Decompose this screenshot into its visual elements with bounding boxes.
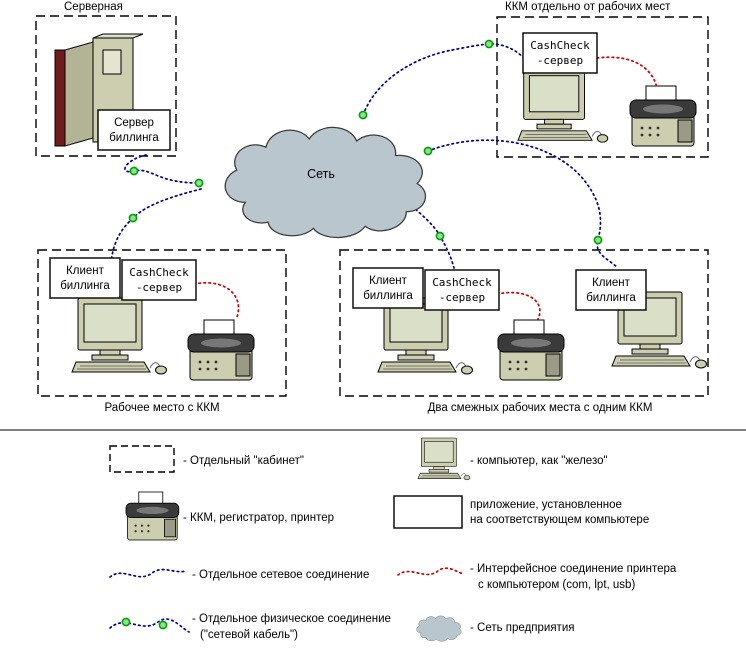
app-box-line: биллинга (60, 280, 110, 292)
printer-icon (187, 319, 255, 381)
legend-iface-label-line2: с компьютером (com, lpt, usb) (478, 579, 635, 591)
app-box-line: биллинга (109, 132, 159, 144)
connector-node (128, 213, 138, 223)
cabinet-kkm-separate-title: ККМ отдельно от рабочих мест (505, 1, 671, 13)
app-box-rect (424, 269, 500, 311)
legend-cloud-label: - Сеть предприятия (470, 622, 574, 634)
app-box-line: -сервер (537, 54, 583, 67)
app-box-billing-server: Сервер биллинга (97, 109, 171, 151)
app-box-cashcheck-server-right: CashCheck -сервер (424, 269, 500, 311)
connector-node (423, 146, 433, 156)
cabinet-server-room (35, 15, 177, 157)
printer-icon (629, 85, 697, 147)
app-box-line: CashCheck (129, 266, 189, 279)
app-box-line: Клиент (592, 277, 631, 289)
printer-icon (497, 319, 565, 381)
legend-net-label: - Отдельное сетевое соединение (192, 569, 369, 581)
connector-node (129, 166, 139, 176)
net-connection-kkm-separate (362, 43, 538, 116)
network-cloud-label: Сеть (307, 167, 335, 181)
connector-node (358, 110, 368, 120)
computer-icon (517, 69, 609, 143)
legend-printer-label: - ККМ, регистратор, принтер (183, 512, 334, 524)
app-box-line: -сервер (439, 291, 485, 304)
app-box-line: биллинга (586, 292, 636, 304)
legend-computer-label: - компьютер, как "железо" (470, 455, 608, 467)
legend-app-sample (393, 495, 463, 529)
iface-connection-two-workplaces (496, 291, 541, 320)
legend-app-label-line2: на соответствующем компьютере (470, 514, 649, 526)
legend-connector-node (121, 617, 131, 627)
net-connection-two-workplaces-1 (411, 205, 455, 269)
network-cloud-icon (224, 126, 427, 239)
app-box-line: биллинга (363, 290, 413, 302)
legend-cloud-icon (416, 615, 462, 642)
app-box-rect (97, 109, 171, 151)
cabinet-workplace-caption: Рабочее место с ККМ (104, 402, 219, 414)
app-box-billing-client-right1: Клиент биллинга (352, 267, 424, 309)
cabinet-two-workplaces-caption: Два смежных рабочих места с одним ККМ (428, 402, 653, 414)
app-box-line: Клиент (66, 265, 105, 277)
legend-computer-icon (417, 437, 471, 481)
app-box-line: -сервер (136, 281, 182, 294)
iface-connection-workplace (193, 282, 240, 318)
legend-phys-label-line2: ("сетевой кабель") (200, 629, 298, 641)
computer-icon (71, 297, 167, 375)
legend-app-label-line1: приложение, установленное (470, 499, 622, 511)
app-box-line: Клиент (369, 275, 408, 287)
legend-connector-node (158, 620, 168, 630)
cabinet-two-workplaces (339, 249, 709, 397)
connector-node (435, 231, 445, 241)
app-box-rect (522, 32, 598, 74)
net-connection-two-workplaces-2 (427, 139, 619, 269)
connector-node (194, 178, 204, 188)
cabinet-server-room-title: Серверная (64, 1, 123, 13)
legend-iface-line-sample (397, 567, 465, 576)
app-box-rect (575, 269, 647, 311)
legend-cabinet-sample (109, 445, 175, 473)
app-box-billing-client-left: Клиент биллинга (49, 257, 121, 299)
app-box-rect (49, 257, 121, 299)
cabinet-workplace (37, 249, 287, 397)
app-box-billing-client-right2: Клиент биллинга (575, 269, 647, 311)
app-box-rect (352, 267, 424, 309)
app-box-line: Сервер (114, 117, 154, 129)
app-box-cashcheck-server-left: CashCheck -сервер (121, 259, 197, 301)
legend-net-line-sample (109, 568, 187, 578)
legend-phys-label-line1: - Отдельное физическое соединение (192, 613, 391, 625)
cabinet-kkm-separate (496, 16, 709, 158)
app-box-line: CashCheck (432, 276, 492, 289)
app-box-line: CashCheck (530, 39, 590, 52)
legend-printer-icon (125, 491, 180, 541)
iface-connection-kkm-separate (596, 56, 658, 89)
legend-iface-label-line1: - Интерфейсное соединение принтера (470, 563, 677, 575)
legend-cabinet-label: - Отдельный "кабинет" (183, 455, 304, 467)
app-box-cashcheck-server-top: CashCheck -сервер (522, 32, 598, 74)
connector-node (593, 235, 603, 245)
connector-node (484, 39, 494, 49)
app-box-rect (121, 259, 197, 301)
